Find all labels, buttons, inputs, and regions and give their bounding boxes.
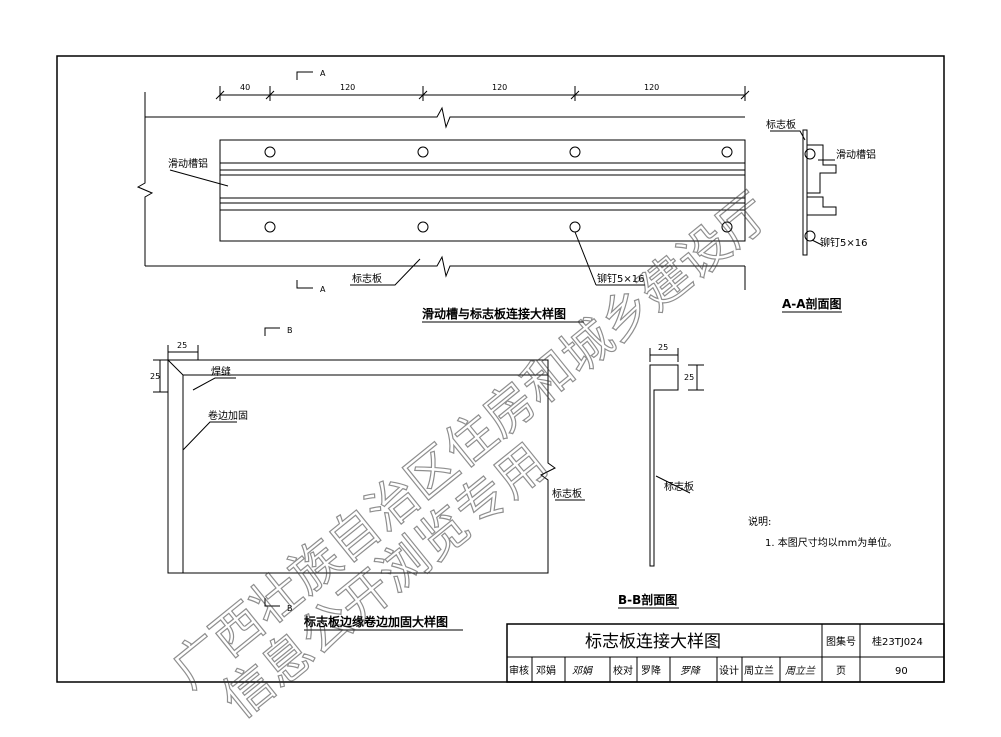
dim-40: 40 (240, 83, 250, 92)
tb-title: 标志板连接大样图 (585, 632, 721, 652)
tb-design-name: 周立兰 (744, 664, 774, 677)
top-view (136, 71, 750, 290)
tb-review-label: 审核 (509, 664, 529, 677)
tb-check-signature: 罗降 (680, 665, 701, 677)
tb-design-label: 设计 (719, 664, 739, 677)
notes-heading: 说明: (748, 515, 771, 528)
section-bb-text: 25 25 标志板 B-B剖面图 (618, 343, 694, 607)
edge-label-weld: 焊缝 (211, 365, 231, 378)
dim-120-c: 120 (644, 83, 659, 92)
title-section-aa: A-A剖面图 (782, 296, 842, 311)
edge-view (153, 327, 585, 607)
dim-120-a: 120 (340, 83, 355, 92)
section-mark-a-bottom: A (320, 285, 326, 294)
notes: 说明: 1. 本图尺寸均以mm为单位。 (748, 515, 897, 549)
watermark-line-1: 广西壮族自治区住房和城乡建设厅 (161, 182, 780, 699)
aa-label-plate: 标志板 (766, 118, 796, 131)
section-mark-b-bottom: B (287, 604, 293, 613)
section-aa-text: 标志板 滑动槽铝 铆钉5×16 A-A剖面图 (766, 118, 876, 311)
title-block-text: 标志板连接大样图 图集号 桂23TJ024 审核 邓娟 邓娟 校对 罗降 罗降 … (509, 632, 923, 677)
section-mark-a-top: A (320, 69, 326, 78)
aa-label-rivet: 铆钉5×16 (820, 236, 867, 249)
title-block (506, 623, 945, 683)
title-top-view: 滑动槽与标志板连接大样图 (422, 306, 566, 321)
tb-page-label: 页 (836, 665, 846, 677)
edge-dim-w: 25 (177, 341, 187, 350)
section-aa (770, 129, 837, 256)
tb-design-signature: 周立兰 (785, 665, 816, 677)
title-section-bb: B-B剖面图 (618, 592, 677, 607)
tb-page-no: 90 (895, 666, 908, 677)
edge-label-plate: 标志板 (552, 487, 582, 500)
tb-check-label: 校对 (613, 664, 633, 677)
edge-label-curl: 卷边加固 (208, 409, 248, 422)
top-view-text: 40 120 120 120 A A 滑动槽铝 标志板 铆钉5×16 滑动槽与标… (168, 69, 659, 321)
title-edge-view: 标志板边缘卷边加固大样图 (303, 614, 448, 629)
bb-dim-h: 25 (684, 373, 694, 382)
edge-dim-h: 25 (150, 372, 160, 381)
aa-label-rail: 滑动槽铝 (836, 148, 876, 161)
tb-check-name: 罗降 (641, 664, 661, 677)
tb-atlas-label: 图集号 (826, 635, 856, 648)
section-mark-b-top: B (287, 326, 293, 335)
tb-review-signature: 邓娟 (572, 665, 593, 677)
bb-dim-w: 25 (658, 343, 668, 352)
label-rivet: 铆钉5×16 (597, 272, 644, 285)
section-bb (649, 348, 704, 567)
label-plate: 标志板 (352, 272, 382, 285)
tb-atlas-no: 桂23TJ024 (872, 635, 923, 648)
tb-review-name: 邓娟 (536, 664, 556, 677)
outer-frame (56, 55, 945, 683)
bb-label-plate: 标志板 (664, 480, 694, 493)
label-rail: 滑动槽铝 (168, 157, 208, 170)
dim-120-b: 120 (492, 83, 507, 92)
edge-view-text: 25 25 B B 焊缝 卷边加固 标志板 标志板边缘卷边加固大样图 (150, 326, 582, 629)
notes-line-1: 1. 本图尺寸均以mm为单位。 (765, 536, 897, 549)
